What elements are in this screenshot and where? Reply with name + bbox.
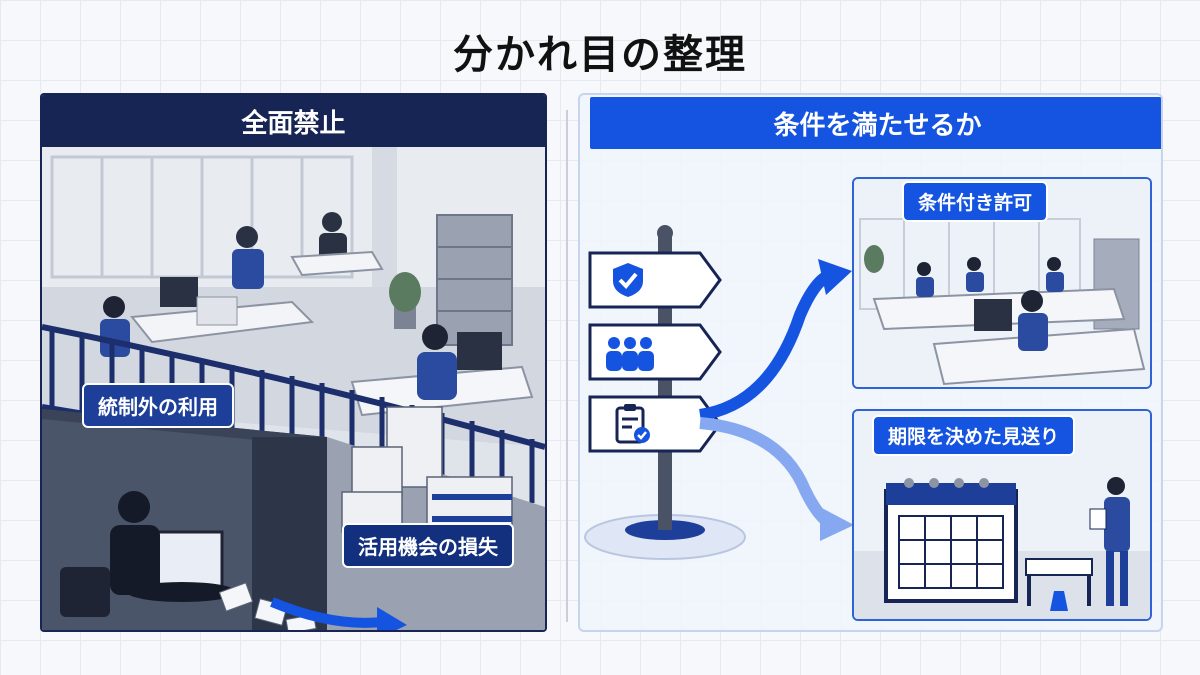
unmanaged-use-callout: 統制外の利用: [82, 383, 234, 428]
meets-conditions-header: 条件を満たせるか: [590, 97, 1161, 149]
conditional-approval-label: 条件付き許可: [902, 181, 1049, 222]
panel-divider: [566, 110, 568, 622]
people-group-icon: [602, 335, 658, 373]
shield-check-icon: [610, 261, 646, 299]
full-ban-header: 全面禁止: [42, 95, 545, 147]
meets-conditions-panel: 条件を満たせるか: [578, 93, 1163, 632]
page-title: 分かれ目の整理: [453, 32, 747, 78]
conditional-approval-card: [852, 177, 1152, 389]
lost-opportunity-callout: 活用機会の損失: [342, 523, 514, 568]
deferred-deadline-label: 期限を決めた見送り: [872, 415, 1076, 456]
clipboard-check-icon: [614, 403, 652, 445]
full-ban-panel: 全面禁止: [40, 93, 547, 632]
branch-arrows: [690, 255, 860, 545]
